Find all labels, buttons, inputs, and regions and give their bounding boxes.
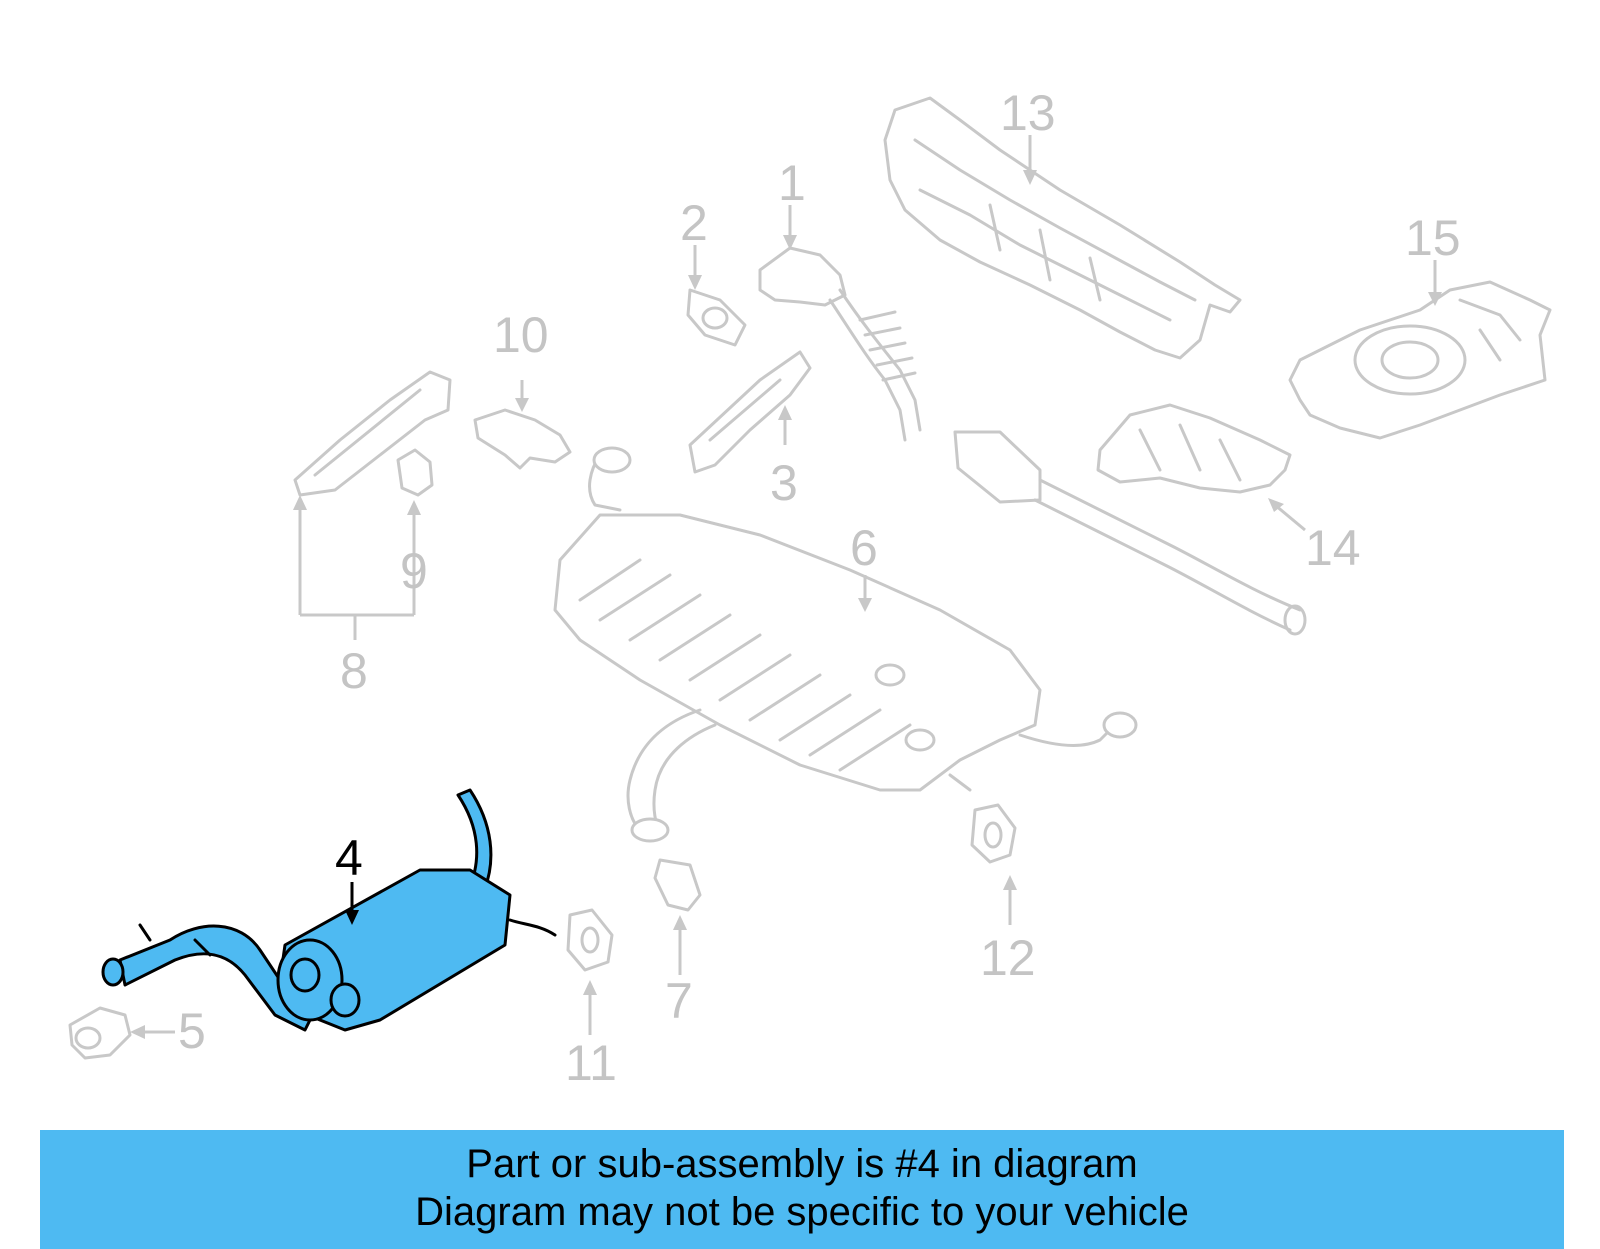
callout-6: 6 [850, 520, 878, 576]
part-7-clamp [653, 858, 702, 912]
callout-5: 5 [178, 1003, 206, 1059]
part-14-heat-shield [1096, 403, 1292, 494]
part-12-isolator [970, 803, 1017, 864]
part-10-hanger-bracket [473, 408, 572, 470]
callout-8: 8 [340, 643, 368, 699]
part-5-clamp [68, 1006, 132, 1060]
part-2-gasket [686, 288, 747, 347]
callout-4: 4 [335, 830, 363, 886]
info-banner: Part or sub-assembly is #4 in diagram Di… [40, 1130, 1564, 1249]
banner-line-1: Part or sub-assembly is #4 in diagram [466, 1142, 1138, 1186]
callout-1: 1 [778, 155, 806, 211]
callout-numbers: 13 1 2 15 10 3 6 14 9 8 4 12 7 5 11 [178, 85, 1461, 1091]
part-8-bracket [293, 370, 452, 497]
callout-10: 10 [493, 307, 549, 363]
exhaust-diagram: 13 1 2 15 10 3 6 14 9 8 4 12 7 5 11 [68, 85, 1552, 1091]
part-9-isolator [396, 448, 434, 497]
callout-12: 12 [980, 930, 1036, 986]
callout-14: 14 [1305, 520, 1361, 576]
part-1-front-pipe [758, 246, 1307, 636]
part-15-heat-shield [1288, 280, 1552, 440]
callout-3: 3 [770, 455, 798, 511]
callout-15: 15 [1405, 210, 1461, 266]
part-11-isolator [566, 908, 614, 972]
part-4-intermediate-muffler [101, 788, 557, 1032]
banner-line-2: Diagram may not be specific to your vehi… [415, 1190, 1189, 1234]
part-3-bracket [688, 350, 812, 474]
part-13-heat-shield [883, 96, 1242, 360]
callout-7: 7 [665, 973, 693, 1029]
callout-9: 9 [400, 543, 428, 599]
callout-13: 13 [1000, 85, 1056, 141]
part-6-muffler [553, 446, 1138, 843]
callout-11: 11 [565, 1035, 617, 1091]
leader-lines [130, 135, 1442, 1039]
callout-2: 2 [680, 195, 708, 251]
